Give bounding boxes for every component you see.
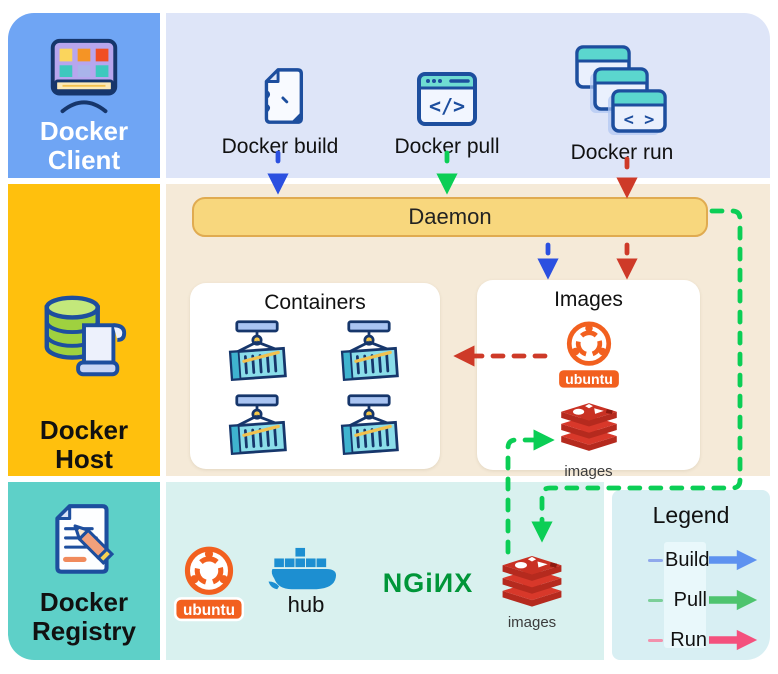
svg-text:ubuntu: ubuntu <box>183 602 235 619</box>
run-line-swatch <box>648 638 663 642</box>
legend: Legend Build Pull Run <box>612 490 770 660</box>
container-icon <box>340 394 399 456</box>
legend-run-label: Run <box>670 628 707 651</box>
legend-title: Legend <box>652 502 730 528</box>
container-icon <box>340 320 399 382</box>
container-icon <box>228 320 287 382</box>
docker-host-section: Docker Host <box>8 184 160 476</box>
legend-row-build: Build <box>648 546 766 574</box>
registry-label: Docker Registry <box>31 587 137 646</box>
docker-run-label: Docker run <box>570 141 674 164</box>
ubuntu-logo: ubuntu <box>556 317 621 396</box>
code-window-icon: </> <box>415 43 479 129</box>
legend-row-pull: Pull <box>648 586 766 614</box>
docker-client-section: Docker Client <box>8 13 160 178</box>
nginx-logo: NGiИX <box>362 568 494 599</box>
legend-strip <box>664 542 706 648</box>
docker-run-command: < > Docker run <box>542 43 702 165</box>
containers-title: Containers <box>264 291 366 314</box>
pull-arrow-icon <box>709 589 758 611</box>
svg-text:< >: < > <box>624 110 655 130</box>
svg-text:</>: </> <box>429 94 465 118</box>
daemon-label: Daemon <box>408 204 492 229</box>
docker-build-command: Docker build <box>200 43 360 159</box>
pull-line-swatch <box>648 598 663 602</box>
docker-registry-section: Docker Registry <box>8 482 160 660</box>
host-area: Daemon Containers <box>166 184 770 480</box>
client-commands-area: Docker build </> Docker pull <box>166 13 770 178</box>
build-arrow-icon <box>709 549 758 571</box>
host-label: Docker Host <box>39 415 129 474</box>
daemon-bar: Daemon <box>192 197 708 237</box>
docker-pull-label: Docker pull <box>394 135 500 158</box>
client-label: Docker Client <box>39 116 129 175</box>
notepad-pencil-icon <box>8 498 160 584</box>
containers-box: Containers <box>190 283 440 469</box>
redis-images-logo: images <box>497 556 567 631</box>
docker-hub-logo: hub <box>268 546 344 618</box>
nginx-wordmark: NGiИX <box>382 568 474 598</box>
redis-images-label: images <box>507 614 557 631</box>
dockerfile-icon <box>249 43 311 129</box>
monitor-apps-icon <box>8 35 160 119</box>
images-title: Images <box>554 288 623 311</box>
redis-images-label: images <box>564 463 613 480</box>
database-scroll-icon <box>8 288 160 386</box>
legend-pull-label: Pull <box>673 588 707 611</box>
docker-pull-command: </> Docker pull <box>367 43 527 159</box>
container-icon <box>228 394 287 456</box>
docker-whale-icon <box>268 547 337 590</box>
legend-row-run: Run <box>648 626 766 654</box>
build-line-swatch <box>648 558 663 562</box>
docker-build-label: Docker build <box>221 135 339 158</box>
ubuntu-logo: ubuntu <box>174 542 244 622</box>
redis-images-logo: images <box>556 403 622 480</box>
registry-area: ubuntu hub NGiИX <box>166 482 604 660</box>
hub-label: hub <box>287 592 325 617</box>
svg-text:ubuntu: ubuntu <box>565 371 613 387</box>
containers-grid <box>190 319 440 463</box>
run-arrow-icon <box>709 629 758 651</box>
legend-build-label: Build <box>665 548 710 571</box>
images-box: Images ubuntu <box>477 280 700 480</box>
stacked-windows-icon: < > <box>575 43 669 135</box>
